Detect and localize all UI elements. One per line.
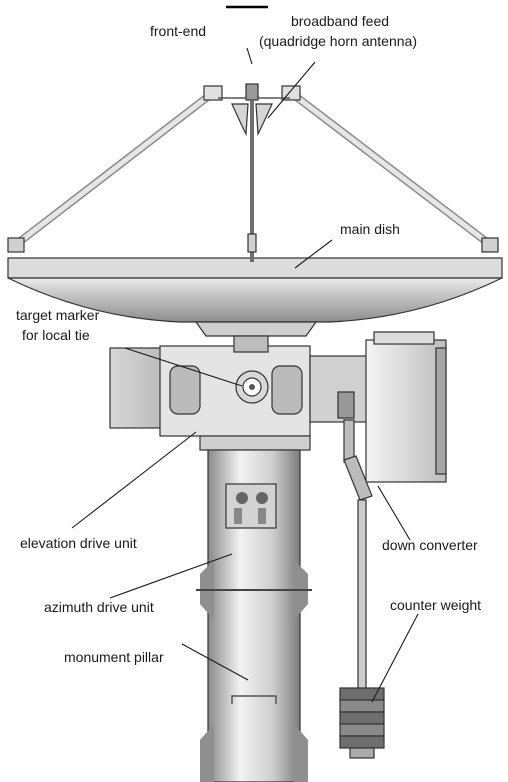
label-broadband-feed: broadband feed — [291, 13, 389, 29]
counter-weight-drawing — [339, 419, 385, 759]
label-broadband-feed-sub: (quadridge horn antenna) — [259, 33, 417, 49]
label-main-dish: main dish — [340, 221, 400, 237]
label-azimuth-drive-unit: azimuth drive unit — [44, 599, 154, 615]
leader-lines — [71, 47, 419, 703]
label-monument-pillar: monument pillar — [64, 649, 164, 665]
label-down-converter: down converter — [382, 537, 478, 553]
elevation-housing-drawing — [109, 335, 369, 451]
down-converter-drawing — [365, 331, 447, 483]
label-elevation-drive-unit: elevation drive unit — [20, 535, 137, 551]
label-front-end: front-end — [150, 23, 206, 39]
label-local-tie: for local tie — [22, 327, 90, 343]
main-dish-drawing — [7, 257, 503, 337]
broadband-feed-drawing — [231, 83, 273, 262]
label-target-marker: target marker — [16, 307, 100, 323]
monument-pillar-drawing — [196, 449, 312, 782]
label-counter-weight: counter weight — [390, 597, 481, 613]
feed-struts — [7, 85, 499, 253]
